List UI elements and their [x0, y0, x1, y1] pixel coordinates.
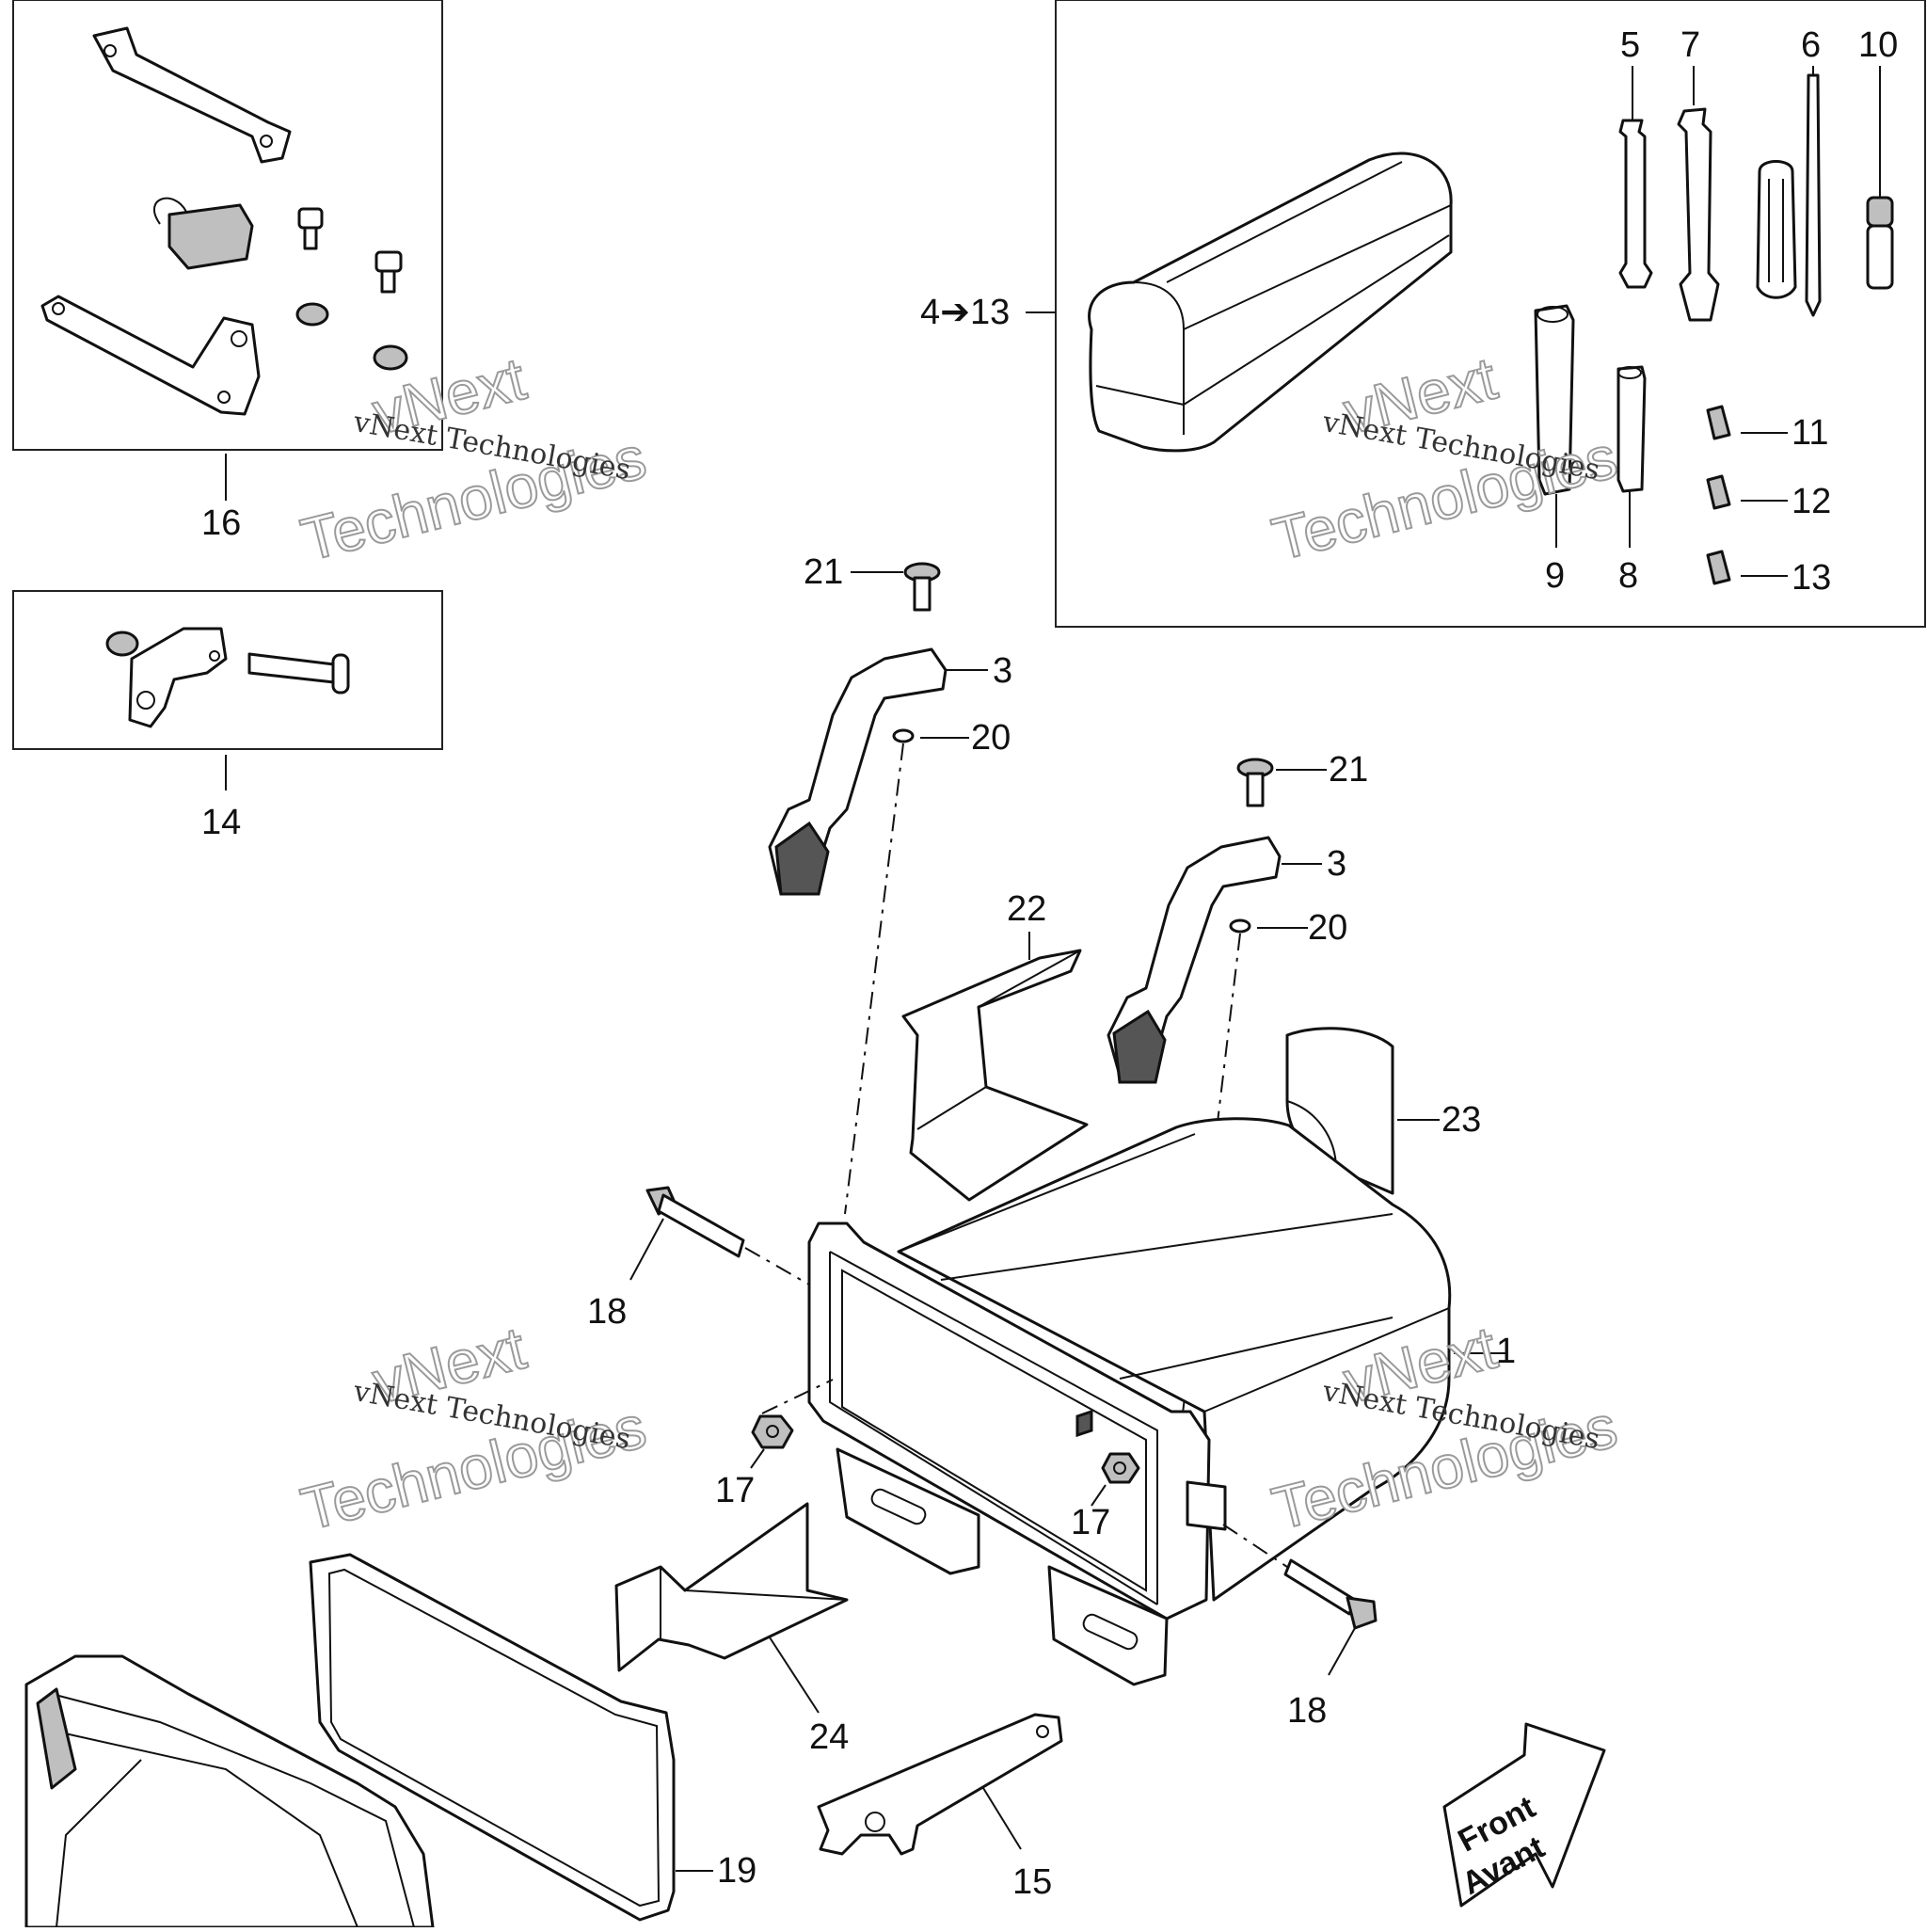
callout-19: 19 [717, 1851, 756, 1891]
callout-5: 5 [1620, 25, 1640, 65]
callout-15: 15 [1012, 1862, 1052, 1902]
callout-1: 1 [1496, 1332, 1516, 1371]
handle-3-left [768, 647, 948, 896]
callout-4-to-13: 4➔13 [920, 293, 1010, 332]
callout-6: 6 [1801, 25, 1821, 65]
nut-17-left [751, 1414, 794, 1449]
handle-3-right [1107, 836, 1282, 1084]
watermark-bottom-left: vNext Technologies vNext Technologies [294, 1313, 653, 1544]
callout-13: 13 [1792, 558, 1831, 598]
callout-14: 14 [201, 803, 241, 842]
callout-17-left: 17 [715, 1471, 755, 1510]
storage-box-1 [807, 1117, 1452, 1686]
callout-3-upper: 3 [993, 651, 1012, 691]
watermark-top-left: vNext Technologies vNext Technologies [294, 343, 653, 575]
callout-labels: 1 3 3 4➔13 5 7 6 10 11 12 13 9 8 16 14 2… [201, 25, 1898, 1902]
callout-20-lower: 20 [1308, 908, 1347, 948]
callout-20-upper: 20 [971, 718, 1011, 758]
screwdriver-6 [1756, 73, 1822, 317]
callout-3-lower: 3 [1327, 844, 1346, 884]
callout-23: 23 [1441, 1100, 1481, 1140]
fuses-11-12-13 [1706, 405, 1731, 585]
callout-11: 11 [1792, 413, 1828, 453]
spanner-15 [817, 1713, 1063, 1856]
callout-12: 12 [1792, 482, 1831, 521]
front-direction-arrow: Front Avant [1442, 1722, 1606, 1908]
socket-bit-10 [1866, 196, 1894, 290]
callout-21-upper: 21 [804, 552, 843, 592]
callout-22: 22 [1007, 889, 1046, 929]
kit-14-parts [105, 627, 350, 728]
screw-21-right [1236, 758, 1274, 807]
kit-16-bolts [295, 207, 408, 371]
washer-20-left [892, 728, 915, 743]
screw-21-left [903, 562, 941, 612]
washer-20-right [1229, 918, 1251, 934]
kit-16-bracket [40, 295, 261, 416]
callout-24: 24 [809, 1717, 849, 1757]
pad-22 [901, 949, 1089, 1202]
socket-wrench-9 [1534, 304, 1575, 496]
bolt-18-right [1283, 1558, 1378, 1630]
kit-box-16 [12, 0, 443, 451]
callout-10: 10 [1858, 25, 1898, 65]
callout-17-right: 17 [1071, 1503, 1110, 1542]
box-lid [24, 1654, 435, 1929]
callout-7: 7 [1680, 25, 1700, 65]
callout-8: 8 [1618, 556, 1638, 596]
pad-24 [614, 1502, 849, 1672]
wrench-5 [1618, 119, 1653, 289]
kit-box-14 [12, 590, 443, 750]
wrench-7 [1677, 107, 1720, 322]
gasket-19 [309, 1553, 676, 1922]
kit-16-padlock [152, 197, 254, 270]
kit-16-strap [92, 26, 292, 164]
callout-21-lower: 21 [1329, 750, 1368, 790]
callout-18-right: 18 [1287, 1691, 1327, 1731]
bolt-18-left [645, 1186, 745, 1258]
callout-18-left: 18 [587, 1292, 627, 1332]
tool-roll-bag [1088, 152, 1453, 453]
socket-wrench-8 [1616, 365, 1647, 493]
callout-9: 9 [1545, 556, 1565, 596]
callout-16: 16 [201, 503, 241, 543]
nut-17-right [1101, 1452, 1140, 1484]
